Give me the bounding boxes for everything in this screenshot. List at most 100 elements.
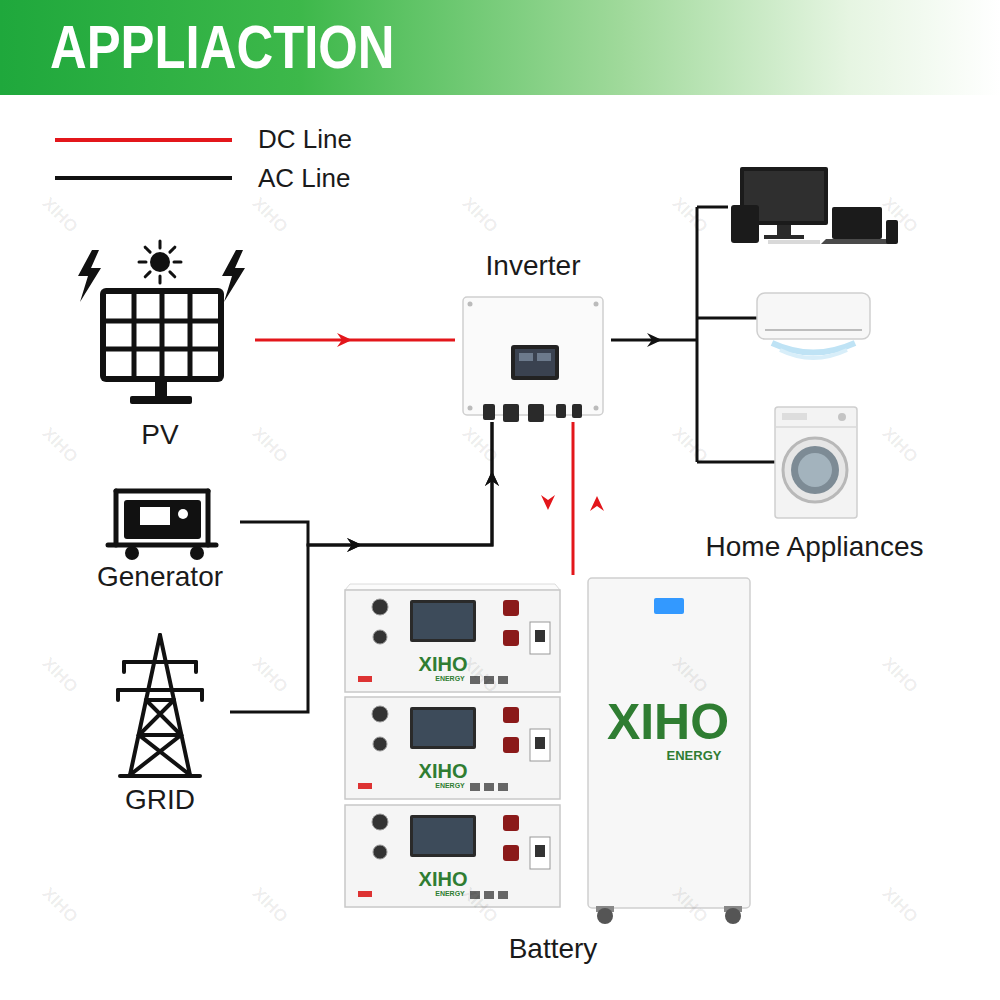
generator-panel [140, 507, 170, 525]
ac-line [230, 422, 499, 712]
connector-line [230, 422, 492, 712]
connector-line [255, 339, 455, 342]
watermark-text: XIHO [249, 194, 290, 235]
watermark-text: XIHO [879, 424, 920, 465]
legend-text: DC Line [258, 124, 352, 155]
title-text: APPLIACTION [50, 14, 395, 80]
module-screen-frame [410, 707, 476, 749]
breaker-switch [535, 845, 545, 857]
arrow-head [347, 538, 362, 552]
battery-node: Battery [343, 575, 763, 965]
status-led [358, 676, 372, 682]
rack-top [345, 584, 560, 590]
lightning-bolt [222, 250, 245, 302]
terminal [373, 845, 387, 859]
wire [697, 206, 728, 209]
wire [697, 317, 757, 320]
air-conditioner-icon [757, 293, 870, 358]
cable-gland [572, 404, 582, 418]
monitor-base [764, 235, 804, 239]
module-body [345, 805, 560, 907]
watermark-text: XIHO [669, 884, 710, 925]
node-label: GRID [125, 784, 195, 816]
terminal-red [503, 845, 519, 861]
screw [594, 302, 599, 307]
port [498, 891, 508, 899]
screw [594, 406, 599, 411]
monitor-neck [777, 225, 791, 235]
watermark-text: XIHO [459, 884, 500, 925]
logo-text: XIHO [419, 761, 468, 781]
washing-machine-icon [775, 407, 857, 518]
status-led [358, 783, 372, 789]
ac-line [240, 422, 499, 552]
terminal-red [503, 737, 519, 753]
port [498, 783, 508, 791]
port [484, 783, 494, 791]
ac-line [611, 333, 697, 347]
arrow-head [590, 496, 604, 511]
dc-line [255, 333, 455, 347]
watermark-text: XIHO [249, 884, 290, 925]
screw [468, 406, 473, 411]
battery-module [345, 590, 560, 692]
tower-body [588, 578, 750, 908]
terminal-red [503, 707, 519, 723]
watermark-text: XIHO [459, 194, 500, 235]
legend-dc-sample [55, 138, 232, 142]
legend-ac-sample [55, 176, 232, 180]
screen-detail [537, 353, 551, 361]
tower-wheel [725, 908, 741, 924]
module-screen-frame [410, 815, 476, 857]
tower-screen [654, 598, 684, 614]
port [484, 891, 494, 899]
watermark-text: XIHO [669, 424, 710, 465]
logo-text: XIHO [607, 697, 729, 747]
sun-ray [170, 272, 175, 277]
sun-rays [139, 241, 181, 283]
tower-arm [118, 688, 202, 692]
panel-base [130, 396, 192, 404]
grid-node: GRID [90, 628, 230, 816]
sun-ray [159, 241, 162, 248]
generator-wheel [190, 546, 204, 560]
watermark-text: XIHO [249, 654, 290, 695]
sun-ray [174, 261, 181, 264]
washer-door [783, 438, 847, 502]
module-screen [413, 818, 473, 854]
port [470, 676, 480, 684]
watermark-text: XIHO [39, 424, 80, 465]
cable-gland [528, 404, 544, 422]
breaker [530, 622, 550, 654]
washer-knob [838, 413, 846, 421]
watermark-text: XIHO [669, 654, 710, 695]
module-screen [413, 603, 473, 639]
module-screen [413, 710, 473, 746]
laptop-base [821, 239, 891, 244]
sun-core [150, 252, 170, 272]
terminal-red [503, 600, 519, 616]
watermark-text: XIHO [669, 194, 710, 235]
pv-icon [78, 241, 245, 404]
sun-ray [159, 276, 162, 283]
inverter-screen [515, 349, 555, 376]
cable-gland [503, 404, 519, 422]
sun-ray [170, 247, 175, 252]
panel-grid [106, 294, 218, 376]
watermark-text: XIHO [249, 424, 290, 465]
frame-bar [116, 489, 208, 494]
grid-line [132, 294, 137, 376]
module-body [345, 590, 560, 692]
terminal [372, 814, 388, 830]
node-label: Inverter [486, 250, 581, 282]
grid-line [188, 294, 193, 376]
ac-vent [765, 329, 862, 331]
terminal [373, 737, 387, 751]
grid-line [106, 319, 218, 324]
sun-ray [139, 261, 146, 264]
generator-frame [108, 491, 216, 545]
module-body [345, 697, 560, 799]
generator-icon [108, 491, 216, 560]
